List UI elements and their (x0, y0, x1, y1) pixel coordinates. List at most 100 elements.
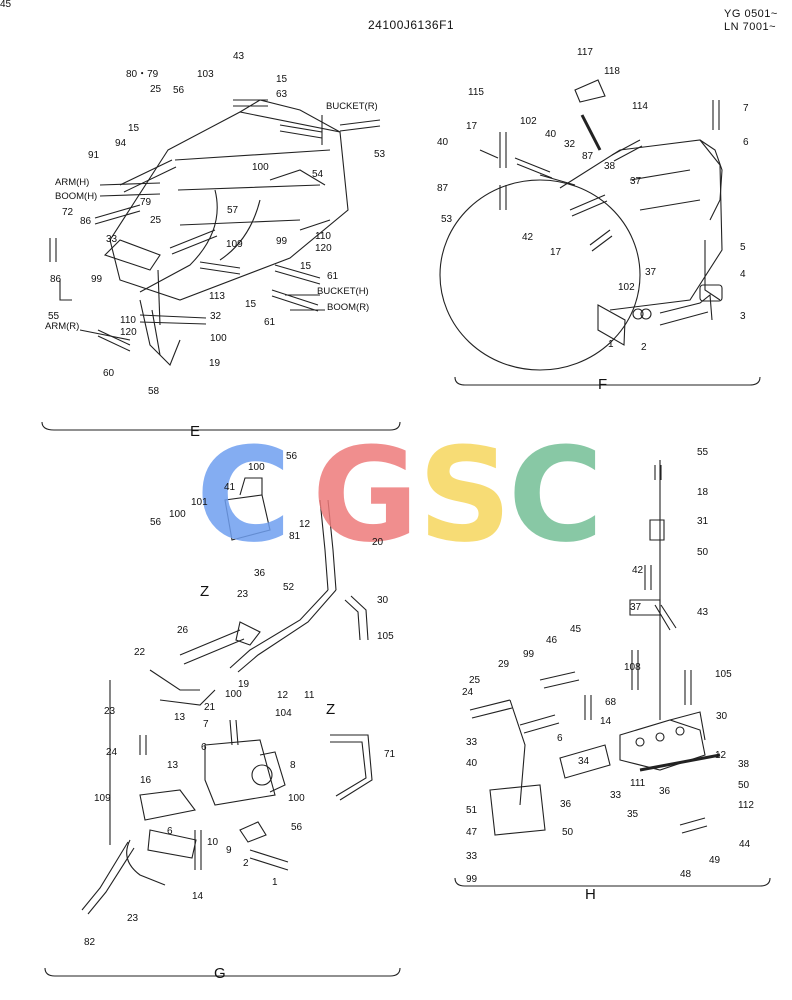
part-callout-e: 25 (150, 215, 162, 226)
section-g-drawing (44, 477, 401, 977)
part-callout-e: 63 (276, 89, 288, 100)
part-callout-e: 61 (327, 271, 339, 282)
part-callout-g: 21 (204, 702, 216, 713)
section-e-drawing (41, 99, 401, 431)
view-label-z: Z (326, 701, 336, 718)
part-callout-h: 24 (462, 687, 474, 698)
part-callout-e: 61 (264, 317, 276, 328)
part-callout-e: 58 (148, 386, 160, 397)
part-callout-g: 100 (225, 689, 242, 700)
part-callout-h: 30 (716, 711, 728, 722)
part-callout-f: 1 (608, 339, 614, 350)
part-callout-h: 45 (0, 0, 12, 10)
part-callout-g: 81 (289, 531, 301, 542)
part-callout-g: 10 (207, 837, 219, 848)
part-callout-e: 103 (197, 69, 214, 80)
part-callout-g: 104 (275, 708, 292, 719)
part-callout-e: 15 (276, 74, 288, 85)
part-callout-e: 91 (88, 150, 100, 161)
drawing-number: 24100J6136F1 (368, 18, 455, 32)
part-callout-g: 11 (304, 690, 315, 701)
part-callout-h: 99 (523, 649, 535, 660)
part-callout-g: 2 (243, 858, 249, 869)
part-callout-h: 50 (562, 827, 574, 838)
part-callout-g: 6 (167, 826, 173, 837)
part-callout-e: 56 (173, 85, 185, 96)
part-callout-e: 100 (210, 333, 227, 344)
part-callout-h: 36 (659, 786, 671, 797)
part-callout-e: 120 (120, 327, 137, 338)
part-callout-g: 16 (140, 775, 152, 786)
serial-range-ln: LN 7001~ (724, 21, 777, 33)
part-callout-f: 5 (740, 242, 746, 253)
part-callout-e: 15 (245, 299, 257, 310)
part-callout-f: 37 (630, 176, 642, 187)
part-callout-h: 33 (466, 851, 478, 862)
part-callout-f: 117 (577, 47, 593, 58)
part-callout-f: 42 (522, 232, 534, 243)
part-callout-e: 79 (140, 197, 152, 208)
part-callout-h: 68 (605, 697, 617, 708)
part-callout-h: 111 (630, 778, 646, 789)
part-callout-f: 102 (520, 116, 537, 127)
part-callout-e: 113 (209, 291, 225, 302)
part-callout-f: 115 (468, 87, 484, 98)
part-callout-h: 12 (715, 750, 727, 761)
section-h-label: H (585, 886, 596, 903)
section-f-label: F (598, 376, 608, 393)
watermark-letter: C (508, 419, 604, 571)
part-callout-e: 110 (315, 231, 331, 242)
part-callout-g: 100 (288, 793, 305, 804)
part-callout-g: 1 (272, 877, 278, 888)
watermark-letter: C (196, 419, 292, 571)
part-callout-g: 82 (84, 937, 96, 948)
part-callout-e: 33 (106, 234, 118, 245)
part-callout-g: 13 (174, 712, 186, 723)
section-f-drawing (439, 79, 761, 386)
part-callout-h: 37 (630, 602, 642, 613)
part-callout-g: 36 (254, 568, 266, 579)
part-callout-h: 48 (680, 869, 692, 880)
part-callout-g: 105 (377, 631, 394, 642)
part-callout-g: 56 (286, 451, 298, 462)
part-callout-f: 2 (641, 342, 647, 353)
part-callout-g: 100 (248, 462, 265, 473)
part-callout-h: 38 (738, 759, 750, 770)
part-callout-h: 25 (469, 675, 481, 686)
part-callout-f: 118 (604, 66, 620, 77)
part-callout-f: 4 (740, 269, 746, 280)
part-callout-h: 43 (697, 607, 709, 618)
part-callout-h: 105 (715, 669, 732, 680)
part-callout-g: 12 (299, 519, 311, 530)
part-callout-g: 71 (384, 749, 396, 760)
part-callout-e: 110 (120, 315, 136, 326)
part-callout-h: 49 (709, 855, 721, 866)
part-callout-e: 15 (300, 261, 312, 272)
hose-side-label: BUCKET(R) (326, 101, 378, 112)
part-callout-f: 32 (564, 139, 576, 150)
part-callout-f: 37 (645, 267, 657, 278)
hose-side-label: ARM(H) (55, 177, 90, 188)
part-callout-e: 94 (115, 138, 127, 149)
part-callout-e: 43 (233, 51, 245, 62)
part-callout-h: 33 (610, 790, 622, 801)
section-h-drawing (454, 460, 771, 887)
hose-side-label: BOOM(R) (327, 302, 370, 313)
part-callout-f: 40 (545, 129, 557, 140)
part-callout-g: 14 (192, 891, 204, 902)
part-callout-e: 55 (48, 311, 60, 322)
part-callout-h: 31 (697, 516, 709, 527)
part-callout-g: 7 (203, 719, 209, 730)
part-callout-h: 36 (560, 799, 572, 810)
part-callout-f: 17 (550, 247, 562, 258)
part-callout-g: 9 (226, 845, 232, 856)
part-callout-g: 26 (177, 625, 189, 636)
part-callout-h: 45 (570, 624, 582, 635)
part-callout-h: 108 (624, 662, 641, 673)
part-callout-h: 50 (697, 547, 709, 558)
part-callout-e: 19 (209, 358, 221, 369)
part-callout-g: 101 (191, 497, 208, 508)
part-callout-e: 86 (80, 216, 92, 227)
part-callout-h: 46 (546, 635, 558, 646)
part-callout-g: 41 (224, 482, 236, 493)
